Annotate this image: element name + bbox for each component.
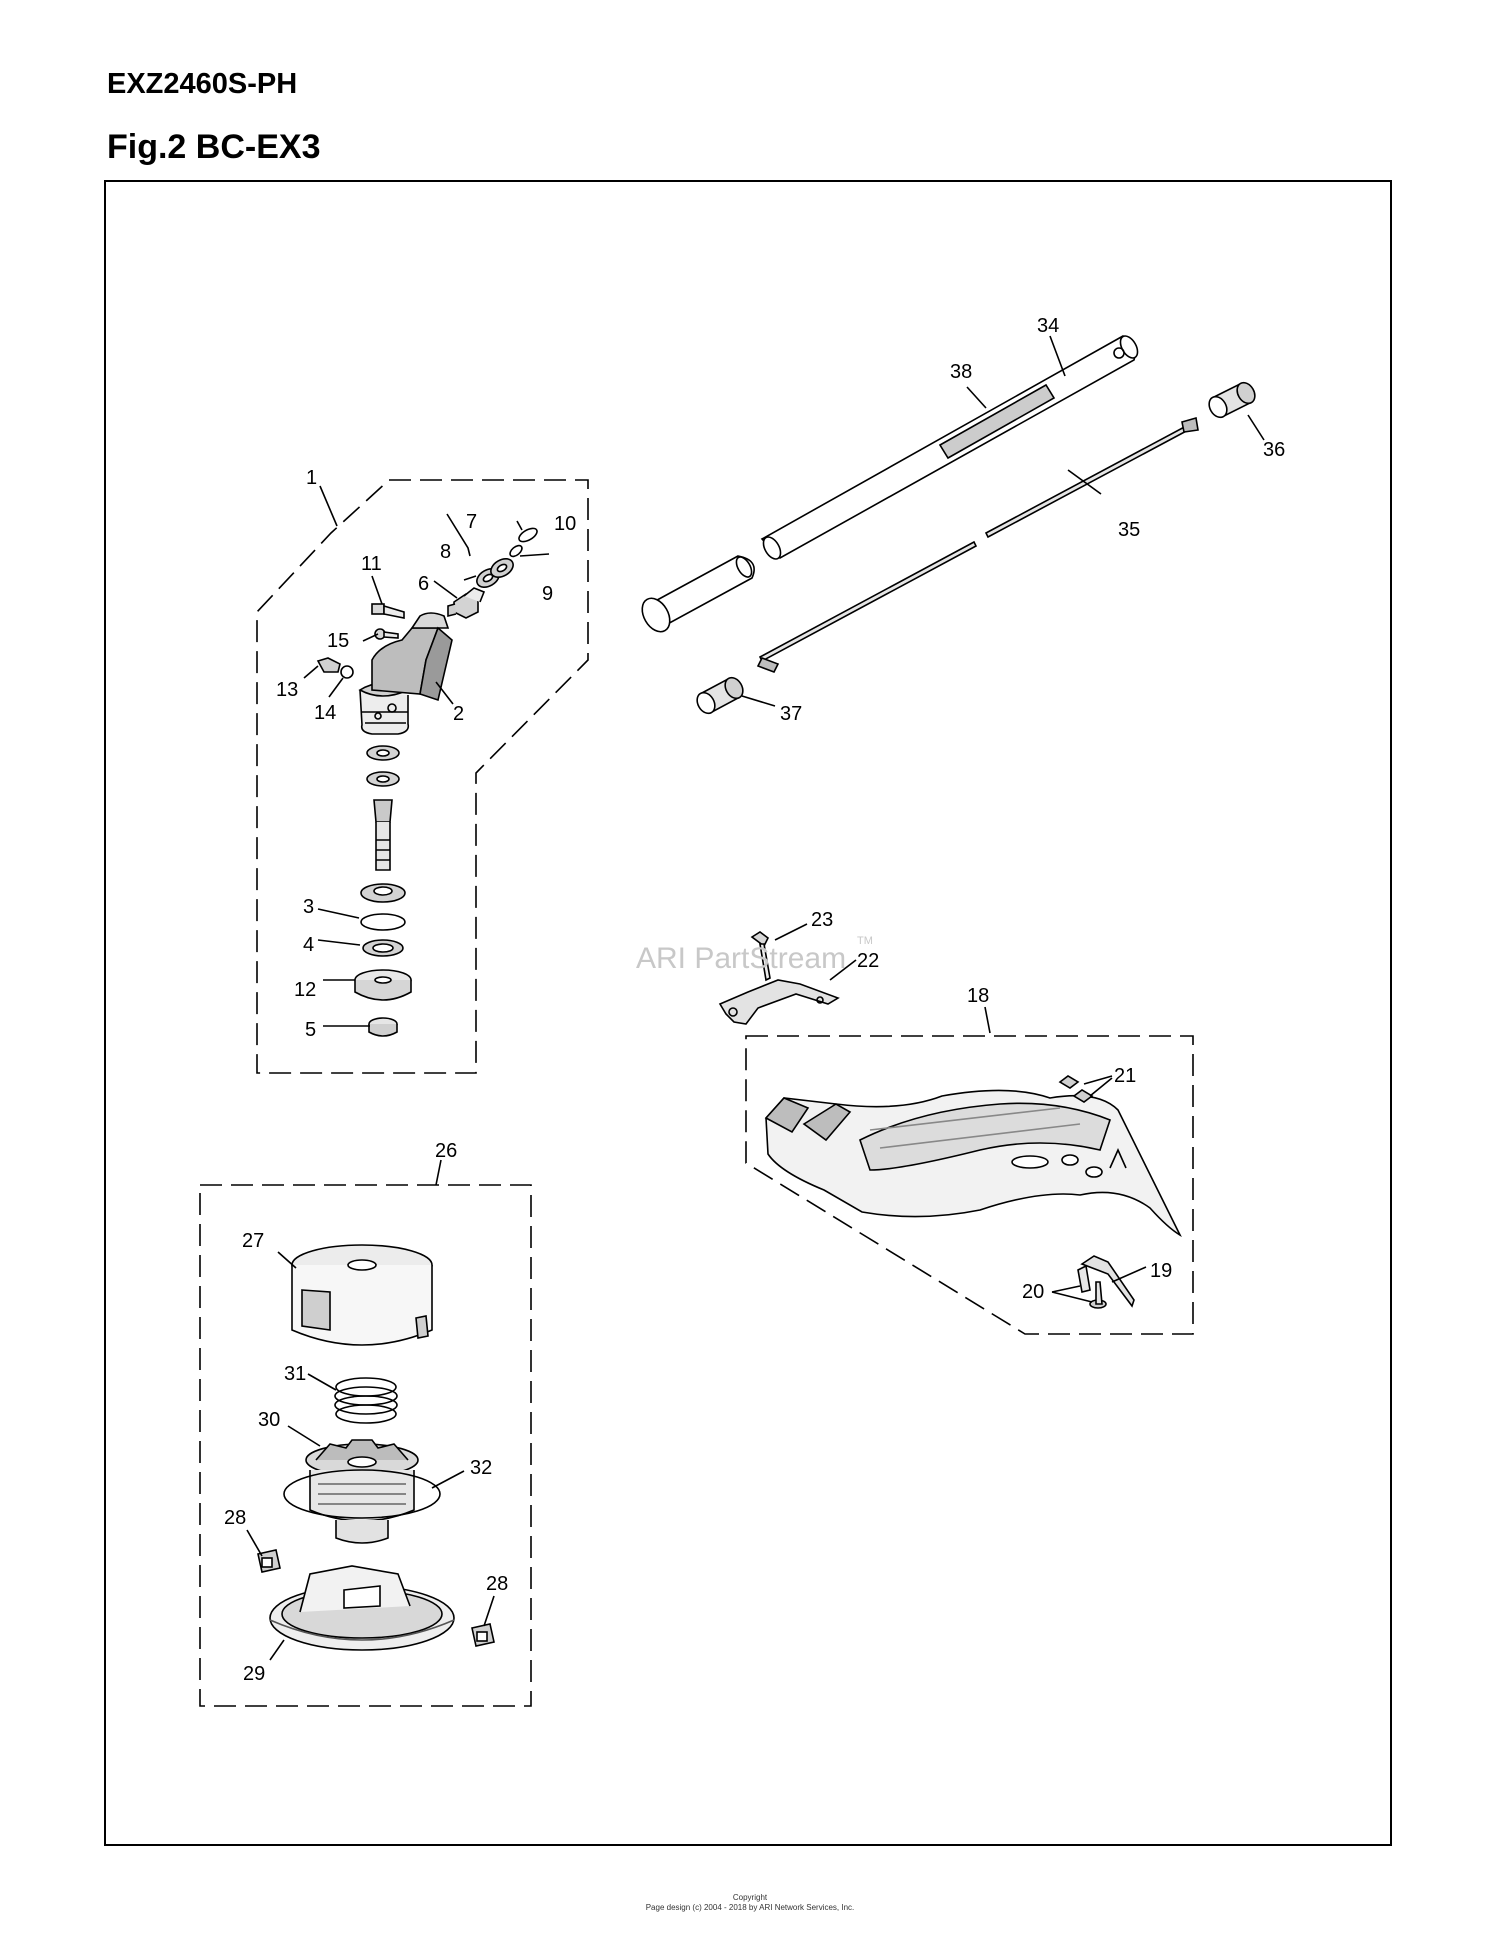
callout-4[interactable]: 4 — [303, 934, 314, 956]
callout-3[interactable]: 3 — [303, 896, 314, 918]
retaining-ring-3[interactable] — [360, 913, 406, 931]
callout-2[interactable]: 2 — [453, 703, 464, 725]
leader-lines-shaft — [741, 335, 1265, 707]
callout-22[interactable]: 22 — [857, 950, 879, 972]
callout-numbers: 1 2 3 4 5 6 7 8 9 10 11 12 13 14 15 18 1… — [224, 315, 1285, 1685]
footer-copyright[interactable]: Copyright — [732, 1893, 768, 1902]
tube-section[interactable] — [637, 554, 755, 636]
plate-19[interactable] — [1080, 1255, 1135, 1308]
bearing-7[interactable] — [488, 555, 517, 581]
nut-21[interactable] — [1058, 1075, 1094, 1103]
guard-18[interactable] — [764, 1089, 1182, 1238]
model-number: EXZ2460S-PH — [107, 68, 298, 100]
callout-35[interactable]: 35 — [1118, 519, 1140, 541]
bracket-22[interactable] — [718, 979, 840, 1025]
screw-15[interactable] — [374, 628, 399, 640]
callout-36[interactable]: 36 — [1263, 439, 1285, 461]
bolt-11[interactable] — [371, 603, 405, 619]
callout-15[interactable]: 15 — [327, 630, 349, 652]
callout-21[interactable]: 21 — [1114, 1065, 1136, 1087]
callout-29[interactable]: 29 — [243, 1663, 265, 1685]
callout-18[interactable]: 18 — [967, 985, 989, 1007]
callout-7[interactable]: 7 — [466, 511, 477, 533]
seal-4[interactable] — [362, 939, 404, 957]
label-sticker-38[interactable] — [938, 383, 1056, 460]
bushing-37[interactable] — [694, 674, 747, 716]
callout-6[interactable]: 6 — [418, 573, 429, 595]
bolt-23[interactable] — [750, 931, 771, 982]
spindle-gear[interactable] — [373, 799, 393, 871]
eyelet-28-right[interactable] — [471, 1623, 495, 1647]
lower-bearing[interactable] — [360, 883, 406, 903]
nut-5[interactable] — [368, 1017, 398, 1037]
leader-lines-head — [246, 1159, 495, 1661]
callout-5[interactable]: 5 — [305, 1019, 316, 1041]
callout-38[interactable]: 38 — [950, 361, 972, 383]
callout-34[interactable]: 34 — [1037, 315, 1059, 337]
callout-28-left[interactable]: 28 — [224, 1507, 246, 1529]
callout-10[interactable]: 10 — [554, 513, 576, 535]
case-29[interactable] — [269, 1565, 455, 1651]
bushing-36[interactable] — [1206, 379, 1259, 420]
callout-13[interactable]: 13 — [276, 679, 298, 701]
callout-11[interactable]: 11 — [361, 553, 382, 575]
eyelet-28-left[interactable] — [257, 1549, 281, 1573]
callout-31[interactable]: 31 — [284, 1363, 306, 1385]
watermark-text: ARI PartStream — [636, 942, 846, 975]
gear-head-group-outline — [256, 479, 589, 1074]
callout-19[interactable]: 19 — [1150, 1260, 1172, 1282]
footer-page-design: Page design (c) 2004 - 2018 by ARI Netwo… — [645, 1903, 855, 1912]
callout-23[interactable]: 23 — [811, 909, 833, 931]
drive-shaft-35[interactable] — [756, 416, 1199, 674]
leader-lines-group-1 — [303, 485, 550, 1027]
plug-13[interactable] — [316, 657, 341, 673]
diagram-frame — [104, 180, 1392, 1846]
ring-9[interactable] — [508, 543, 524, 558]
cover-27[interactable] — [291, 1244, 433, 1346]
holder-12[interactable] — [354, 969, 412, 1001]
callout-27[interactable]: 27 — [242, 1230, 264, 1252]
guard-group-outline — [745, 1035, 1194, 1335]
callout-26[interactable]: 26 — [435, 1140, 457, 1162]
figure-title: Fig.2 BC-EX3 — [107, 128, 321, 166]
trimmer-head-group-outline — [199, 1184, 532, 1707]
spring-31[interactable] — [334, 1377, 398, 1424]
line-32[interactable] — [283, 1469, 441, 1519]
spool-30[interactable] — [305, 1439, 419, 1544]
callout-1[interactable]: 1 — [306, 467, 317, 489]
upper-bearing[interactable] — [366, 745, 400, 761]
callout-28-right[interactable]: 28 — [486, 1573, 508, 1595]
screw-20[interactable] — [1077, 1264, 1107, 1309]
washer-14[interactable] — [340, 665, 354, 679]
watermark-tm: TM — [857, 935, 873, 947]
callout-9[interactable]: 9 — [542, 583, 553, 605]
gear-case[interactable] — [358, 612, 453, 735]
upper-bearing-2[interactable] — [366, 771, 400, 787]
leader-lines-guard — [984, 1006, 1147, 1303]
callout-30[interactable]: 30 — [258, 1409, 280, 1431]
circlip-10[interactable] — [517, 526, 539, 545]
input-shaft-6[interactable] — [447, 587, 486, 619]
leader-lines-bracket — [774, 923, 857, 981]
callout-14[interactable]: 14 — [314, 702, 336, 724]
callout-8[interactable]: 8 — [440, 541, 451, 563]
callout-12[interactable]: 12 — [294, 979, 316, 1001]
callout-20[interactable]: 20 — [1022, 1281, 1044, 1303]
callout-32[interactable]: 32 — [470, 1457, 492, 1479]
callout-37[interactable]: 37 — [780, 703, 802, 725]
